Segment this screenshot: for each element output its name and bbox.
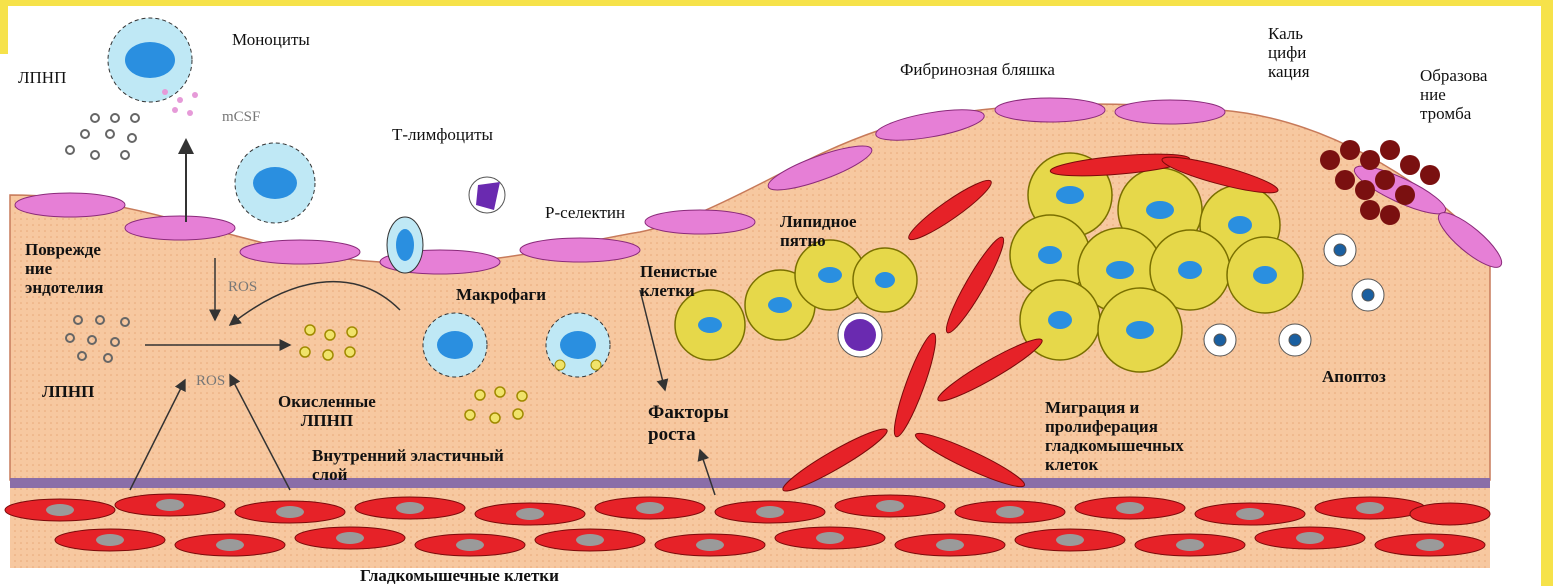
label-calcification: Каль цифи кация xyxy=(1268,24,1310,81)
mcsf-particles xyxy=(162,89,198,116)
label-monocytes: Моноциты xyxy=(232,30,310,49)
label-endothelial-damage: Поврежде ние эндотелия xyxy=(25,240,103,297)
label-macrophages: Макрофаги xyxy=(456,285,546,304)
label-thrombus: Образова ние тромба xyxy=(1420,66,1487,123)
label-t-lymphocytes: Т-лимфоциты xyxy=(392,125,493,144)
label-foam-cells: Пенистые клетки xyxy=(640,262,717,300)
label-mcsf: mCSF xyxy=(222,108,260,127)
label-oxidized-ldl: Окисленные ЛПНП xyxy=(278,392,376,430)
monocyte-transmigrating xyxy=(387,217,423,273)
label-smooth-muscle-cells: Гладкомышечные клетки xyxy=(360,566,559,585)
label-fibrous-plaque: Фибринозная бляшка xyxy=(900,60,1055,79)
label-ros-2: ROS xyxy=(196,372,225,391)
t-lymphocyte xyxy=(469,177,505,213)
monocyte-top xyxy=(108,18,192,102)
label-p-selectin: Р-селектин xyxy=(545,203,625,222)
label-lipid-spot: Липидное пятно xyxy=(780,212,857,250)
label-internal-elastic-lamina: Внутренний эластичный слой xyxy=(312,446,504,484)
label-growth-factors: Факторы роста xyxy=(648,402,729,446)
macrophage-1 xyxy=(423,313,487,377)
label-ldl-top: ЛПНП xyxy=(18,68,66,87)
ldl-particles-top xyxy=(66,114,139,159)
lymphocyte-in-plaque xyxy=(838,313,882,357)
label-apoptosis: Апоптоз xyxy=(1322,367,1386,386)
label-ros-1: ROS xyxy=(228,278,257,297)
label-migration: Миграция и пролиферация гладкомышечных к… xyxy=(1045,398,1184,474)
macrophage-2 xyxy=(546,313,610,377)
monocyte-middle xyxy=(235,143,315,223)
label-ldl-intima: ЛПНП xyxy=(42,382,94,401)
internal-elastic-lamina xyxy=(10,478,1490,488)
